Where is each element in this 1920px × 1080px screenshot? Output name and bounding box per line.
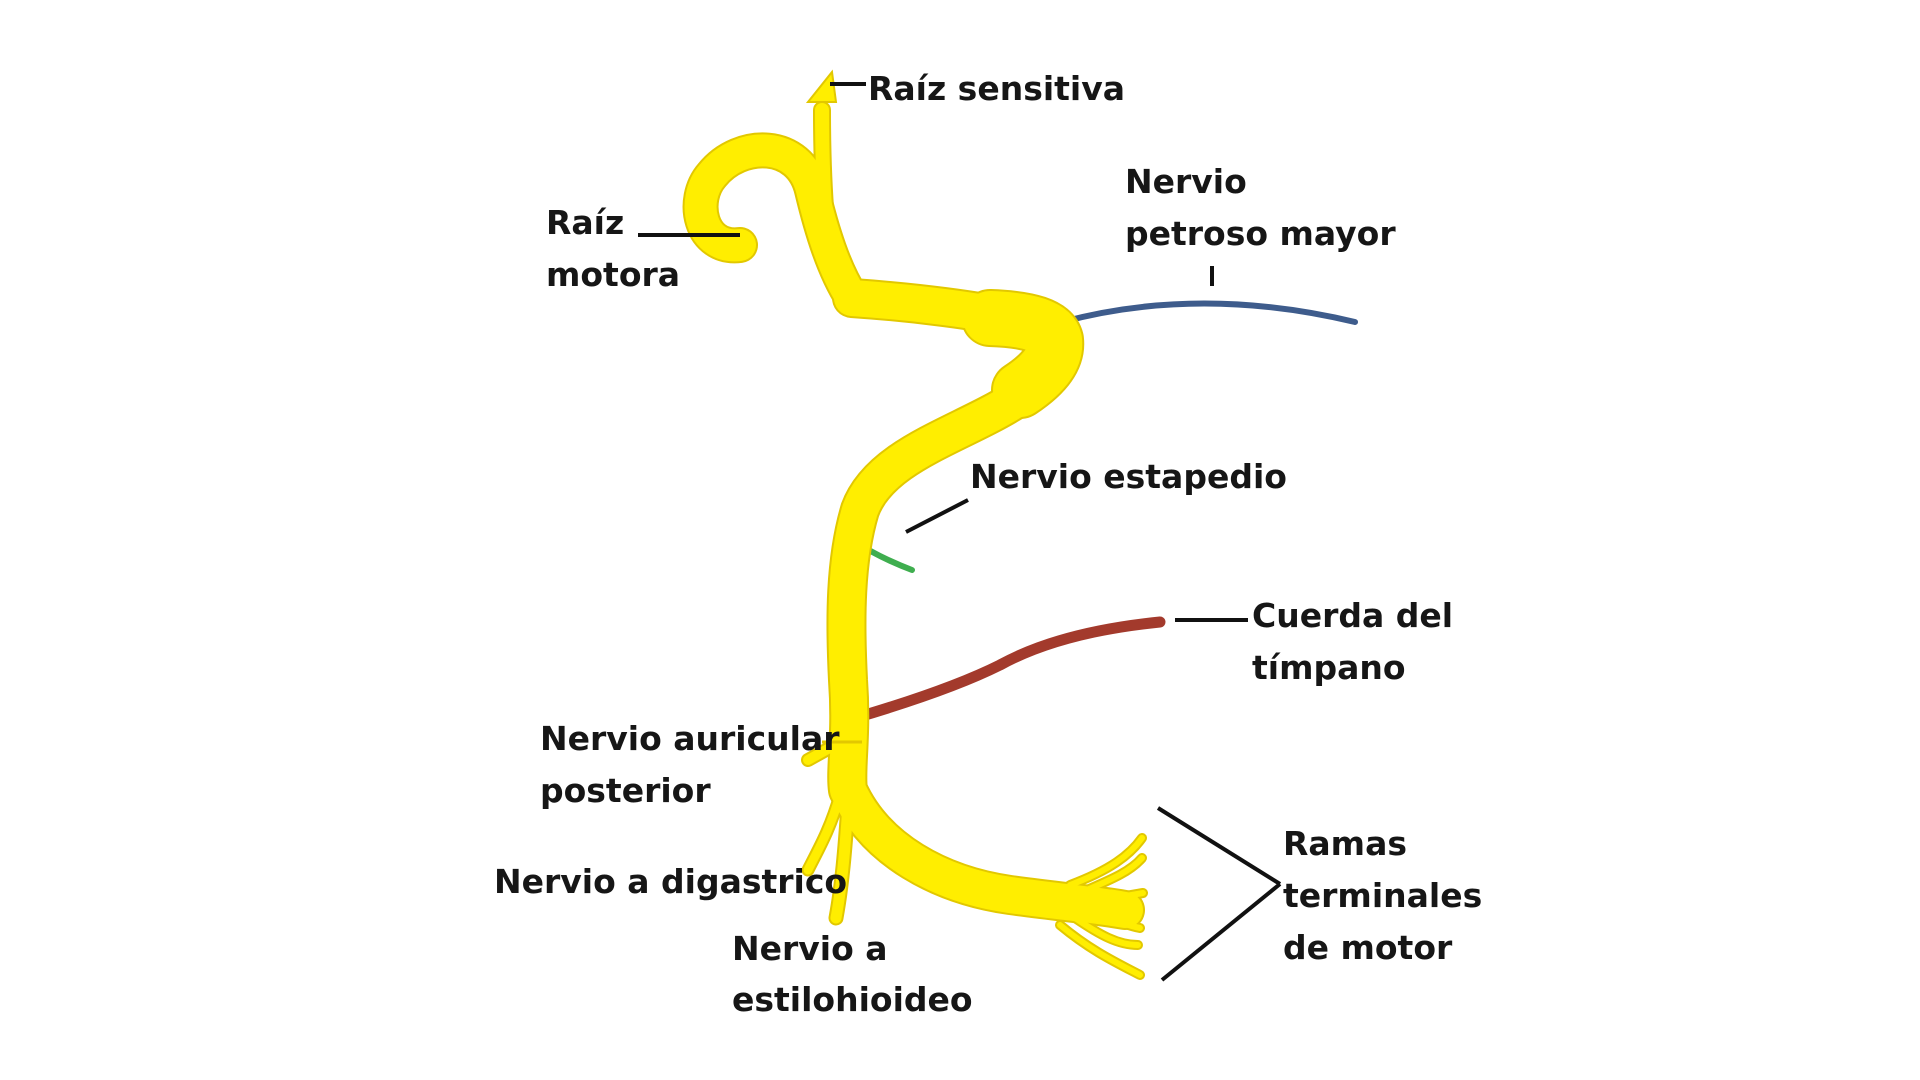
label-digastrico: Nervio a digastrico xyxy=(494,862,847,901)
motor-root-hook-inner xyxy=(731,185,777,222)
label-estapedio: Nervio estapedio xyxy=(970,457,1287,496)
label-ramas-line3: de motor xyxy=(1283,928,1453,967)
leader-estapedio xyxy=(906,500,968,532)
label-cuerda-line2: tímpano xyxy=(1252,648,1406,687)
label-estilohioideo-line2: estilohioideo xyxy=(732,980,973,1019)
label-raiz-sensitiva: Raíz sensitiva xyxy=(868,69,1125,108)
label-ramas-line1: Ramas xyxy=(1283,824,1407,863)
leader-ramas-lower xyxy=(1162,884,1280,980)
label-raiz-motora-line2: motora xyxy=(546,255,680,294)
label-estilohioideo-line1: Nervio a xyxy=(732,929,888,968)
greater-petrosal-nerve xyxy=(1062,304,1355,323)
label-auricular-line2: posterior xyxy=(540,771,711,810)
label-cuerda-line1: Cuerda del xyxy=(1252,596,1453,635)
sensory-root-tip xyxy=(808,72,836,102)
chorda-tympani-nerve xyxy=(855,622,1160,718)
leader-ramas-upper xyxy=(1158,808,1280,884)
facial-nerve-trunk xyxy=(701,110,1143,975)
label-petroso-line2: petroso mayor xyxy=(1125,214,1396,253)
label-raiz-motora-line1: Raíz xyxy=(546,203,624,242)
label-petroso-line1: Nervio xyxy=(1125,162,1247,201)
label-auricular-line1: Nervio auricular xyxy=(540,719,840,758)
label-ramas-line2: terminales xyxy=(1283,876,1482,915)
